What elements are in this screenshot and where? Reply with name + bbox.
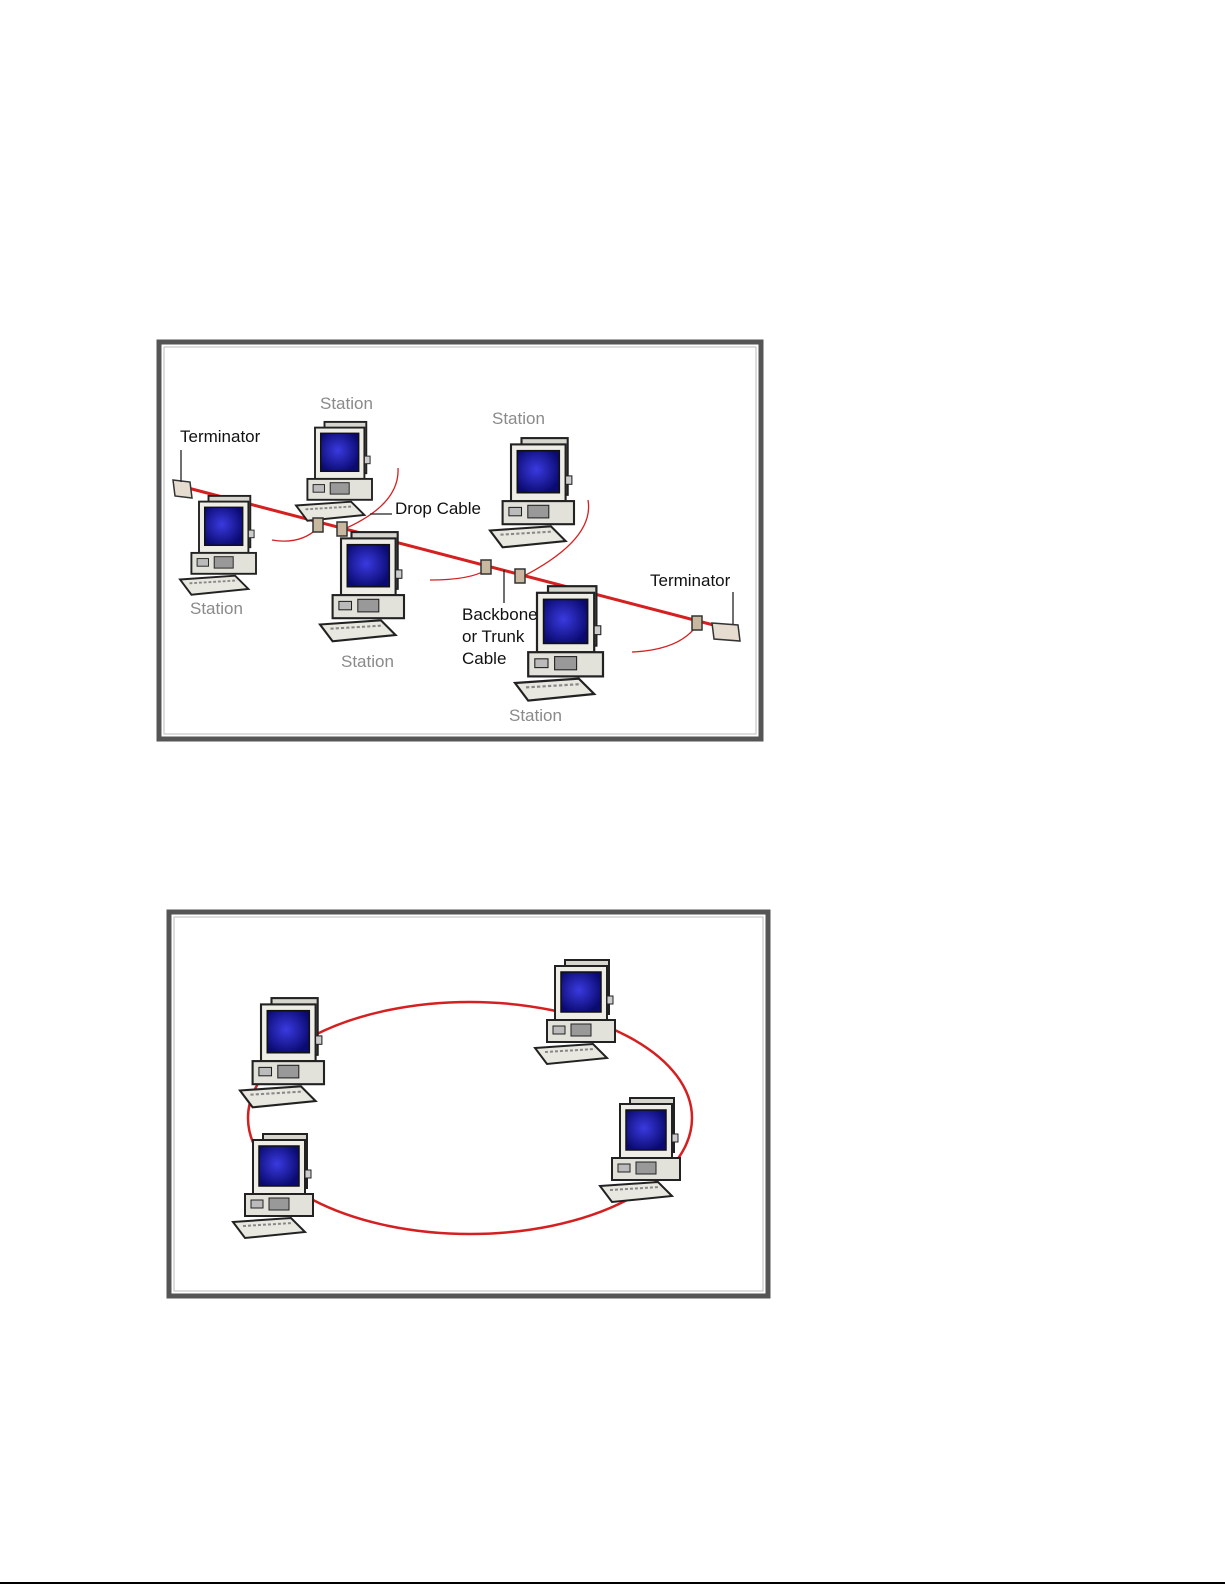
connector-icon	[336, 521, 348, 537]
label-station: Station	[509, 706, 562, 725]
label-drop-cable: Drop Cable	[395, 499, 481, 518]
label-terminator: Terminator	[650, 571, 731, 590]
connector-icon	[514, 568, 526, 584]
connector-icon	[480, 559, 492, 575]
page-bottom-rule	[0, 1582, 1225, 1584]
connector-icon	[312, 517, 324, 533]
connector-icon	[691, 615, 703, 631]
ring-cable	[246, 1000, 694, 1236]
label-station: Station	[320, 394, 373, 413]
leader-lines	[180, 450, 734, 624]
label-terminator: Terminator	[180, 427, 261, 446]
terminator-icon-right	[711, 622, 741, 642]
label-station: Station	[341, 652, 394, 671]
label-backbone: Backbone	[462, 605, 538, 624]
label-backbone: Cable	[462, 649, 506, 668]
diagram-frame	[156, 339, 764, 742]
backbone-cable	[187, 486, 726, 630]
label-station: Station	[492, 409, 545, 428]
terminator-icon-left	[172, 479, 193, 499]
label-station: Station	[190, 599, 243, 618]
bus-topology-diagram: Station Station Station Station Station …	[156, 339, 764, 742]
label-backbone: or Trunk	[462, 627, 525, 646]
ring-topology-diagram	[166, 909, 771, 1299]
